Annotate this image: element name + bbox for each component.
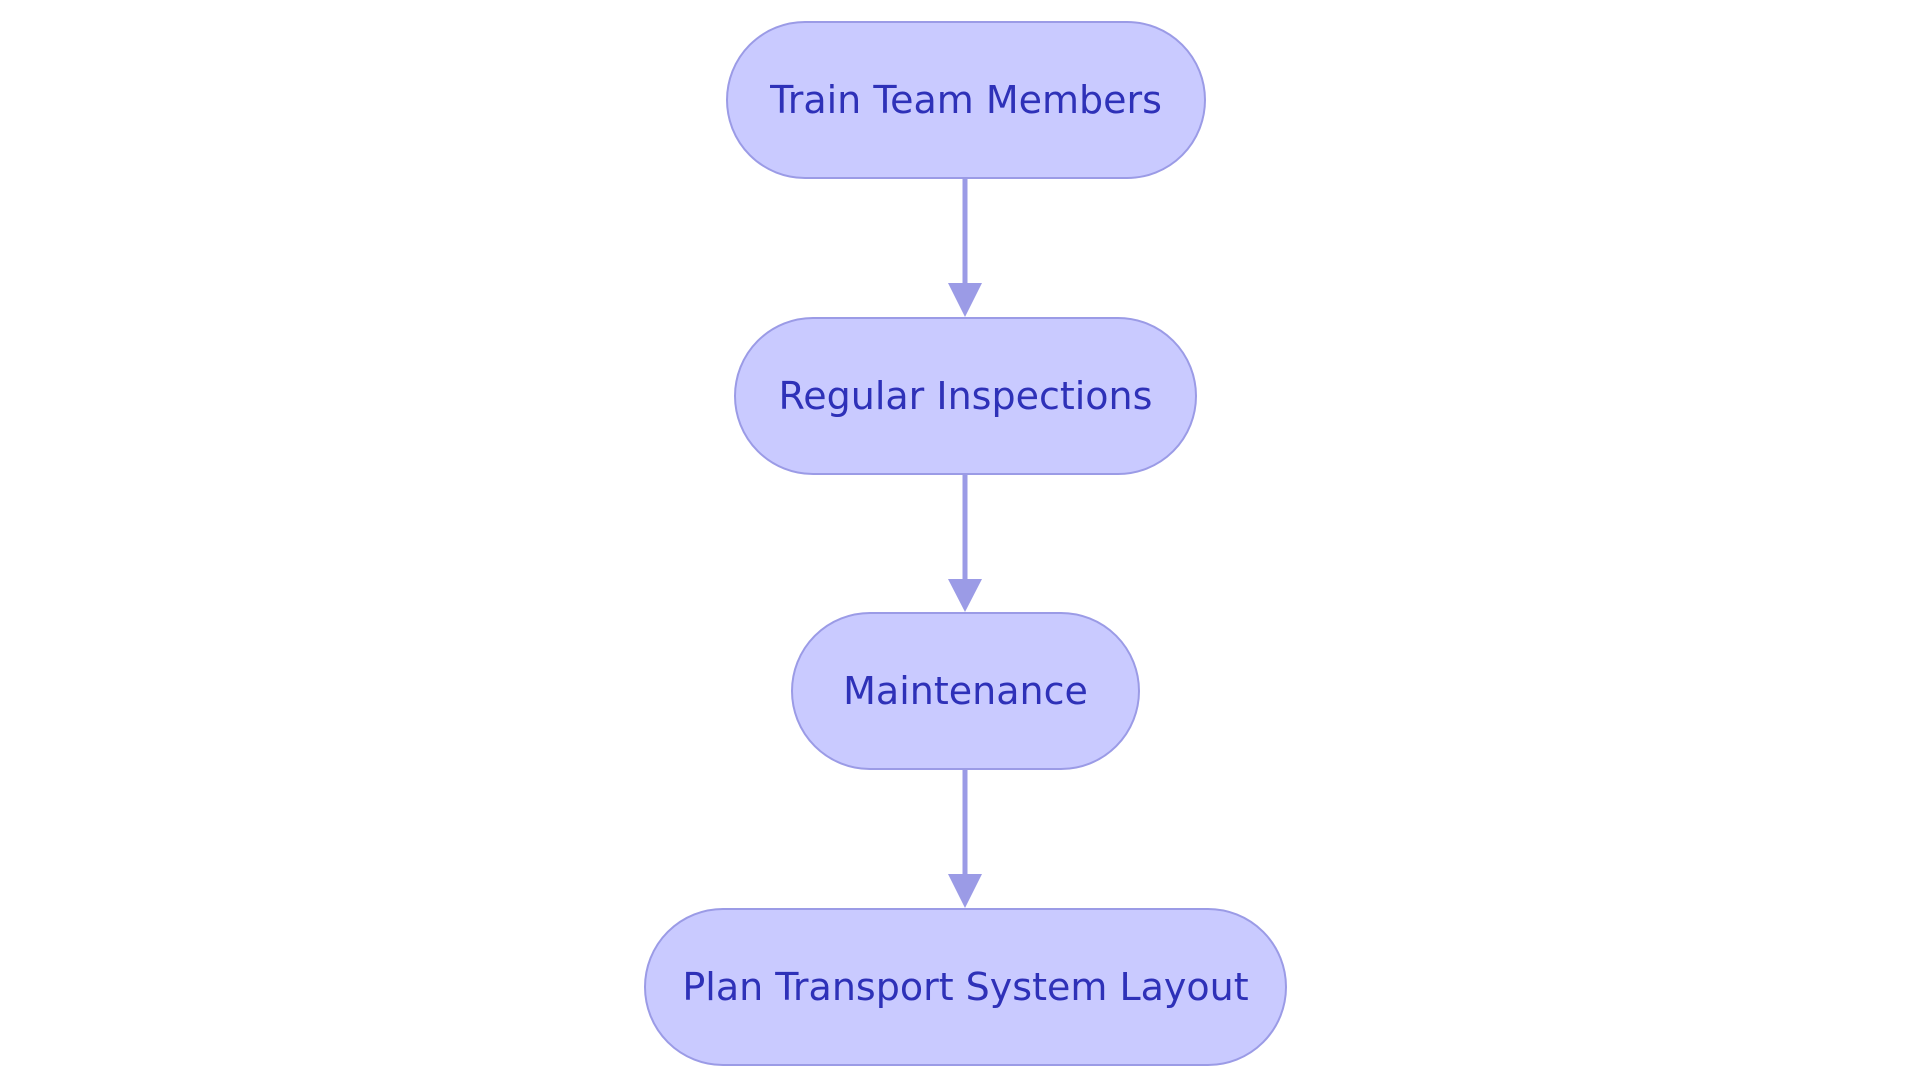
- node-label: Train Team Members: [770, 78, 1162, 122]
- arrowhead-icon: [948, 874, 982, 908]
- node-train-team-members[interactable]: Train Team Members: [726, 21, 1206, 179]
- edge-inspections-to-maintenance: [948, 475, 982, 612]
- node-label: Plan Transport System Layout: [682, 965, 1249, 1009]
- arrowhead-icon: [948, 283, 982, 317]
- node-label: Regular Inspections: [778, 374, 1153, 418]
- node-plan-transport-system-layout[interactable]: Plan Transport System Layout: [644, 908, 1287, 1066]
- edge-maintenance-to-plan: [948, 770, 982, 908]
- edge-train-to-inspections: [948, 179, 982, 317]
- node-regular-inspections[interactable]: Regular Inspections: [734, 317, 1197, 475]
- arrowhead-icon: [948, 579, 982, 612]
- node-label: Maintenance: [843, 669, 1088, 713]
- node-maintenance[interactable]: Maintenance: [791, 612, 1140, 770]
